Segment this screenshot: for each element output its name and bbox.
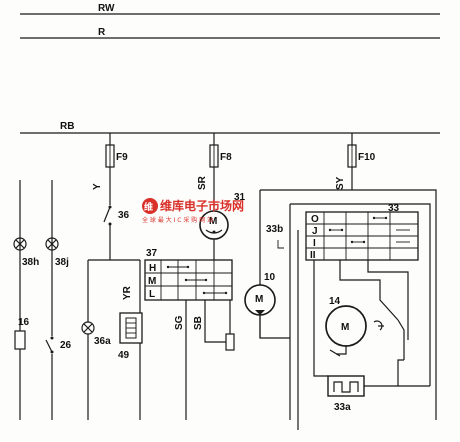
wire-label-yr: YR <box>122 285 133 300</box>
switch-26-icon <box>45 336 58 354</box>
marker-33b-icon <box>277 240 284 249</box>
label-36: 36 <box>118 210 130 221</box>
component-33a-icon <box>327 375 365 397</box>
label-f10: F10 <box>358 152 376 163</box>
resistor-sb <box>225 333 235 351</box>
rail-rw-label: RW <box>98 3 115 14</box>
wire-label-sb: SB <box>193 316 204 330</box>
switch-36-icon <box>103 205 112 226</box>
rail-r-label: R <box>98 27 106 38</box>
component-16-box <box>14 330 26 350</box>
label-37: 37 <box>146 248 158 259</box>
motor-31-icon: M <box>199 210 229 240</box>
svg-text:维: 维 <box>144 201 153 213</box>
wire-label-y: Y <box>92 183 103 190</box>
switch-37-row-m: M <box>148 276 156 287</box>
lamp-38h-icon <box>13 237 27 251</box>
svg-text:全 球 最 大 I C 采 购 网 站: 全 球 最 大 I C 采 购 网 站 <box>142 216 213 224</box>
label-49: 49 <box>118 350 130 361</box>
label-36a: 36a <box>94 336 111 347</box>
label-f9: F9 <box>116 152 128 163</box>
switch-37-row-l: L <box>149 289 155 300</box>
wire-label-sr: SR <box>197 175 208 190</box>
label-33: 33 <box>388 203 400 214</box>
label-31: 31 <box>234 192 246 203</box>
label-10: 10 <box>264 272 276 283</box>
wire-sb <box>204 300 226 343</box>
rail-rb-label: RB <box>60 121 74 132</box>
switch-33-row-o: O <box>311 214 319 225</box>
switch-37-panel <box>144 259 233 301</box>
label-38h: 38h <box>22 257 39 268</box>
switch-33-panel <box>305 211 419 261</box>
wire-label-sg: SG <box>174 315 185 330</box>
label-38j: 38j <box>55 257 69 268</box>
label-26: 26 <box>60 340 72 351</box>
watermark-logo: 维 维库电子市场网 全 球 最 大 I C 采 购 网 站 <box>142 198 244 224</box>
svg-text:M: M <box>255 294 263 305</box>
svg-text:M: M <box>209 216 217 227</box>
switch-37-row-h: H <box>149 263 156 274</box>
sensor-14-icon <box>373 320 384 331</box>
switch-33-row-j: J <box>312 226 318 237</box>
label-33a: 33a <box>334 402 351 413</box>
svg-text:M: M <box>341 322 349 333</box>
lamp-38j-icon <box>45 237 59 251</box>
motor-14-icon: M <box>325 305 367 357</box>
label-33b: 33b <box>266 224 283 235</box>
label-f8: F8 <box>220 152 232 163</box>
frame-33-outer <box>260 189 437 420</box>
lamp-36a-icon <box>81 321 95 335</box>
label-16: 16 <box>18 317 30 328</box>
motor-10-icon: M <box>244 284 276 316</box>
switch-33-row-ii: II <box>310 250 316 261</box>
label-14: 14 <box>329 296 341 307</box>
switch-33-row-i: I <box>313 238 316 249</box>
component-49-icon <box>119 312 143 344</box>
wire-label-sy: SY <box>335 176 346 190</box>
svg-text:维库电子市场网: 维库电子市场网 <box>160 198 244 213</box>
